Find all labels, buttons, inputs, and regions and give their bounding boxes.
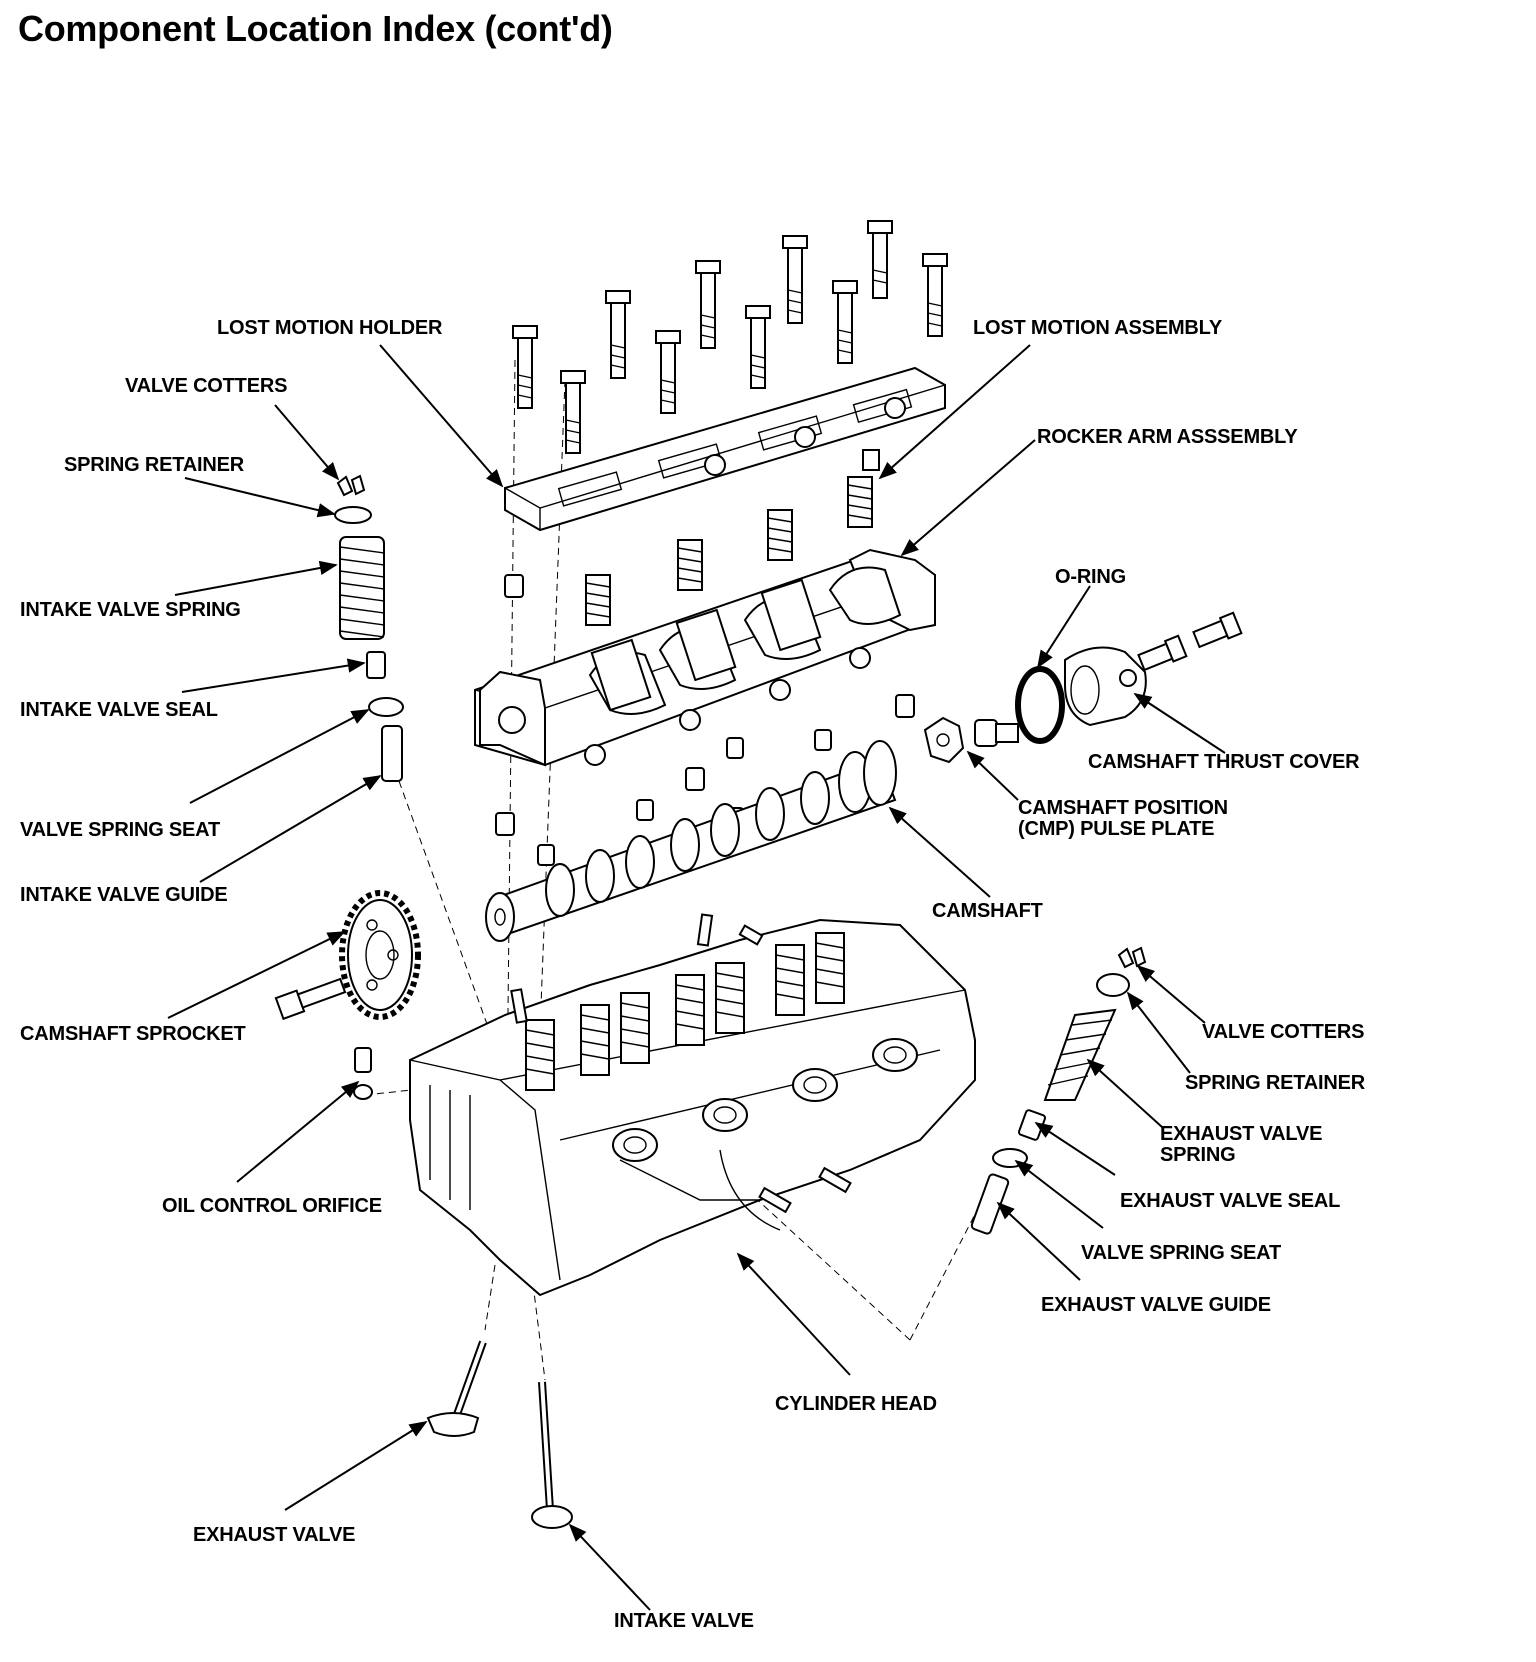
label-valve-spring-seat-left: VALVE SPRING SEAT — [20, 819, 220, 841]
thrust-cover-group — [1015, 611, 1243, 744]
label-lost-motion-holder: LOST MOTION HOLDER — [217, 317, 443, 339]
cylinder-head-springs — [525, 932, 845, 1091]
oil-control-orifice — [353, 1047, 373, 1100]
label-intake-valve-guide: INTAKE VALVE GUIDE — [20, 884, 228, 906]
exhaust-valve-stack — [970, 946, 1147, 1235]
label-spring-retainer-right: SPRING RETAINER — [1185, 1072, 1365, 1094]
rocker-arm-assembly — [474, 548, 936, 767]
label-intake-valve-seal: INTAKE VALVE SEAL — [20, 699, 218, 721]
intake-valve — [531, 1381, 573, 1529]
label-valve-cotters-left: VALVE COTTERS — [125, 375, 288, 397]
label-camshaft-thrust-cover: CAMSHAFT THRUST COVER — [1088, 751, 1360, 773]
label-exhaust-valve-spring-line2: SPRING — [1160, 1144, 1236, 1166]
leader-lines — [167, 344, 1226, 1611]
label-rocker-arm-assembly: ROCKER ARM ASSSEMBLY — [1037, 426, 1298, 448]
label-camshaft: CAMSHAFT — [932, 900, 1043, 922]
label-valve-spring-seat-right: VALVE SPRING SEAT — [1081, 1242, 1281, 1264]
cylinder-head-ports — [612, 1038, 918, 1162]
cylinder-head — [409, 913, 976, 1297]
exhaust-valve — [426, 1340, 487, 1437]
label-cylinder-head: CYLINDER HEAD — [775, 1393, 937, 1415]
label-oil-control-orifice: OIL CONTROL ORIFICE — [162, 1195, 382, 1217]
label-valve-cotters-right: VALVE COTTERS — [1202, 1021, 1365, 1043]
label-intake-valve: INTAKE VALVE — [614, 1610, 754, 1632]
holder-bolts — [512, 220, 948, 454]
lost-motion-holder — [504, 366, 946, 532]
dowel-pins — [495, 574, 915, 866]
label-camshaft-sprocket: CAMSHAFT SPROCKET — [20, 1023, 246, 1045]
label-exhaust-valve-guide: EXHAUST VALVE GUIDE — [1041, 1294, 1271, 1316]
label-exhaust-valve-spring-line1: EXHAUST VALVE — [1160, 1123, 1323, 1145]
camshaft-sprocket — [274, 890, 421, 1021]
label-spring-retainer-left: SPRING RETAINER — [64, 454, 244, 476]
label-lost-motion-assembly: LOST MOTION ASSEMBLY — [973, 317, 1222, 339]
label-intake-valve-spring: INTAKE VALVE SPRING — [20, 599, 241, 621]
label-exhaust-valve-seal: EXHAUST VALVE SEAL — [1120, 1190, 1341, 1212]
label-o-ring: O-RING — [1055, 566, 1127, 588]
label-exhaust-valve: EXHAUST VALVE — [193, 1524, 356, 1546]
camshaft — [485, 740, 897, 942]
page-title: Component Location Index (cont'd) — [18, 8, 613, 49]
intake-valve-stack — [334, 474, 404, 782]
label-cmp-pulse-plate-line2: (CMP) PULSE PLATE — [1018, 818, 1215, 840]
lost-motion-springs — [585, 449, 880, 626]
label-cmp-pulse-plate-line1: CAMSHAFT POSITION — [1018, 797, 1228, 819]
cmp-pulse-plate — [923, 716, 1019, 764]
